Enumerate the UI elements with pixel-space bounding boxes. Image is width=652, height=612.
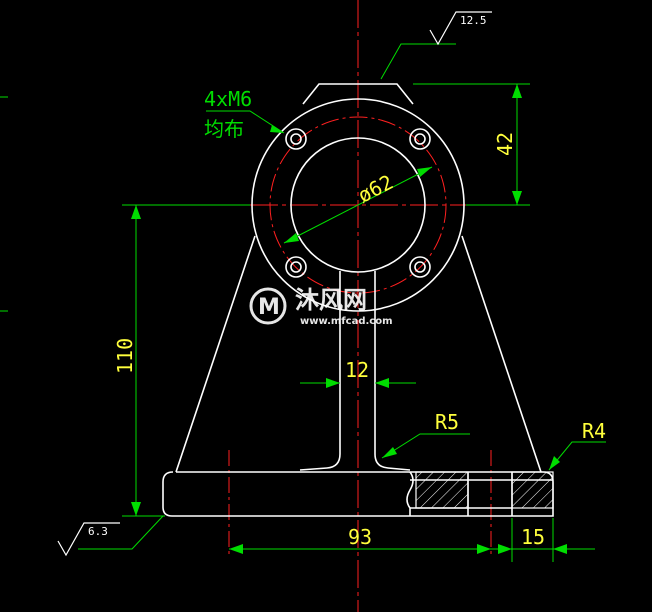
housing-outer-circle xyxy=(251,98,465,312)
central-web xyxy=(299,271,411,471)
height-110-label: 110 xyxy=(113,338,137,374)
section-hatching xyxy=(415,471,554,509)
centerlines xyxy=(228,0,492,612)
bore-circle xyxy=(290,137,426,273)
fillet-r4-label: R4 xyxy=(582,419,606,443)
watermark: M 沐风网 www.mfcad.com xyxy=(249,286,393,327)
watermark-url: www.mfcad.com xyxy=(300,316,393,327)
watermark-name: 沐风网 xyxy=(295,286,367,314)
dimension-lines xyxy=(0,43,606,562)
right-rib xyxy=(461,235,542,473)
hole-spec-label: 4xM6 xyxy=(204,87,252,111)
top-boss xyxy=(302,83,414,105)
surface-finish-top-value: 12.5 xyxy=(460,14,487,27)
surface-finish-symbols xyxy=(57,11,492,557)
bore-diameter-label: ø62 xyxy=(354,170,397,208)
watermark-logo-letter: M xyxy=(258,295,280,320)
surface-finish-bottom-value: 6.3 xyxy=(88,525,108,538)
hole-spec-note: 均布 xyxy=(204,117,244,141)
fillet-r5-label: R5 xyxy=(435,410,459,434)
surface-symbol-top xyxy=(429,11,492,46)
base-width-93-label: 93 xyxy=(348,525,372,549)
bolt-circle xyxy=(269,116,447,294)
base-end-15-label: 15 xyxy=(521,525,545,549)
web-width-label: 12 xyxy=(345,358,369,382)
surface-symbol-bottom xyxy=(57,522,120,557)
watermark-logo-icon xyxy=(249,287,287,325)
left-rib xyxy=(175,235,256,473)
bolt-holes xyxy=(285,128,431,278)
dimension-arrows xyxy=(131,84,567,554)
break-line xyxy=(406,471,414,516)
height-42-label: 42 xyxy=(493,132,517,156)
